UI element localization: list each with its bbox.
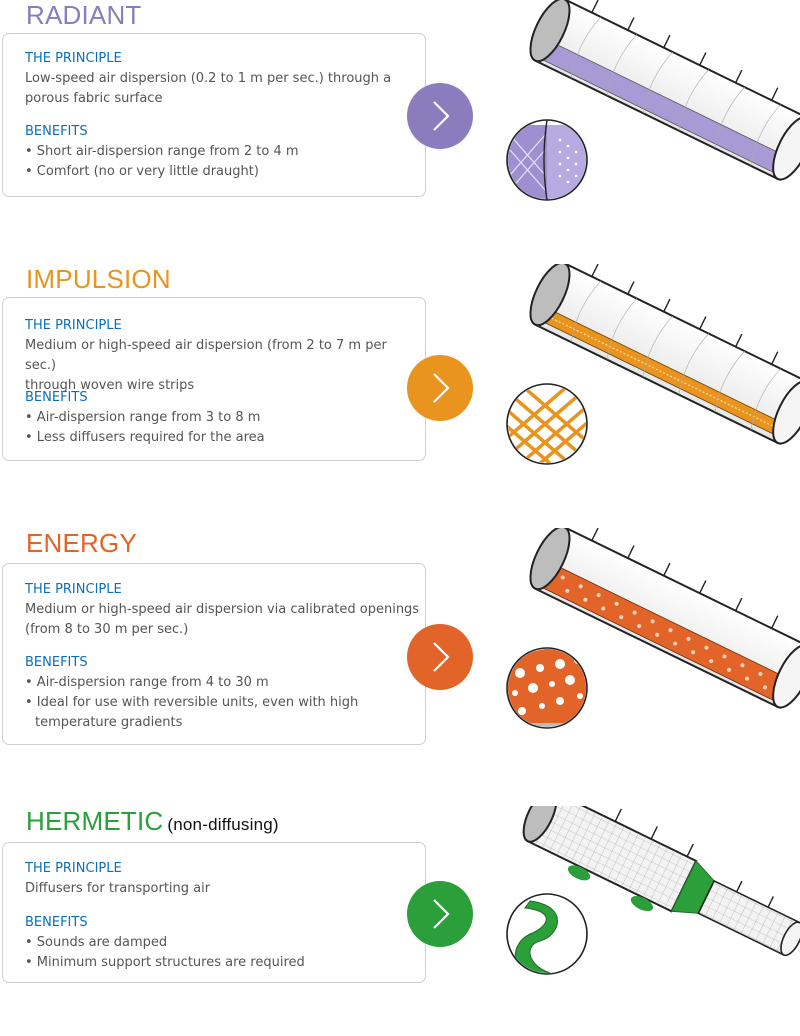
benefits-list: • Air-dispersion range from 3 to 8 m • L… — [25, 408, 420, 448]
benefit-item: • Sounds are damped — [25, 935, 168, 950]
info-card: THE PRINCIPLE Medium or high-speed air d… — [2, 563, 426, 745]
chevron-right-icon — [433, 899, 450, 929]
section-title: IMPULSION — [26, 264, 171, 294]
principle-label: THE PRINCIPLE — [25, 861, 122, 876]
benefits-list: • Short air-dispersion range from 2 to 4… — [25, 142, 420, 182]
benefit-item: • Air-dispersion range from 3 to 8 m — [25, 410, 261, 425]
section-radiant: RADIANT THE PRINCIPLE Low-speed air disp… — [0, 0, 800, 230]
benefits-list: • Sounds are damped • Minimum support st… — [25, 933, 420, 973]
section-energy: ENERGY THE PRINCIPLE Medium or high-spee… — [0, 528, 800, 758]
principle-label: THE PRINCIPLE — [25, 51, 122, 66]
info-card: THE PRINCIPLE Low-speed air dispersion (… — [2, 33, 426, 197]
benefit-item: • Minimum support structures are require… — [25, 955, 305, 970]
section-title: RADIANT — [26, 0, 142, 30]
hermetic-more-button[interactable] — [407, 881, 473, 947]
principle-text: Medium or high-speed air dispersion (fro… — [25, 338, 387, 393]
principle-text: Diffusers for transporting air — [25, 881, 211, 896]
principle-text: Low-speed air dispersion (0.2 to 1 m per… — [25, 71, 392, 106]
section-hermetic: HERMETIC(non-diffusing) THE PRINCIPLE Di… — [0, 806, 800, 1036]
energy-more-button[interactable] — [407, 624, 473, 690]
benefit-item: • Less diffusers required for the area — [25, 430, 265, 445]
section-impulsion: IMPULSION THE PRINCIPLE Medium or high-s… — [0, 264, 800, 494]
benefit-item: • Short air-dispersion range from 2 to 4… — [25, 144, 299, 159]
principle-label: THE PRINCIPLE — [25, 318, 122, 333]
hermetic-duct-illustration — [506, 806, 800, 975]
principle-label: THE PRINCIPLE — [25, 582, 122, 597]
benefit-item: temperature gradients — [35, 715, 183, 730]
section-title: ENERGY — [26, 528, 138, 558]
radiant-duct-illustration — [506, 0, 800, 201]
energy-duct-illustration — [506, 528, 800, 729]
benefits-label: BENEFITS — [25, 915, 88, 930]
section-title: HERMETIC(non-diffusing) — [26, 806, 279, 836]
info-card: THE PRINCIPLE Medium or high-speed air d… — [2, 297, 426, 461]
benefits-label: BENEFITS — [25, 390, 88, 405]
info-card: THE PRINCIPLE Diffusers for transporting… — [2, 842, 426, 983]
benefits-list: • Air-dispersion range from 4 to 30 m • … — [25, 673, 420, 733]
benefits-label: BENEFITS — [25, 655, 88, 670]
benefits-label: BENEFITS — [25, 124, 88, 139]
benefit-item: • Air-dispersion range from 4 to 30 m — [25, 675, 269, 690]
principle-text: Medium or high-speed air dispersion via … — [25, 602, 420, 637]
chevron-right-icon — [433, 642, 450, 672]
chevron-right-icon — [433, 101, 450, 131]
impulsion-more-button[interactable] — [407, 355, 473, 421]
chevron-right-icon — [433, 373, 450, 403]
benefit-item: • Ideal for use with reversible units, e… — [25, 695, 359, 710]
radiant-more-button[interactable] — [407, 83, 473, 149]
section-subtitle: (non-diffusing) — [167, 815, 279, 834]
benefit-item: • Comfort (no or very little draught) — [25, 164, 259, 179]
impulsion-duct-illustration — [506, 264, 800, 465]
